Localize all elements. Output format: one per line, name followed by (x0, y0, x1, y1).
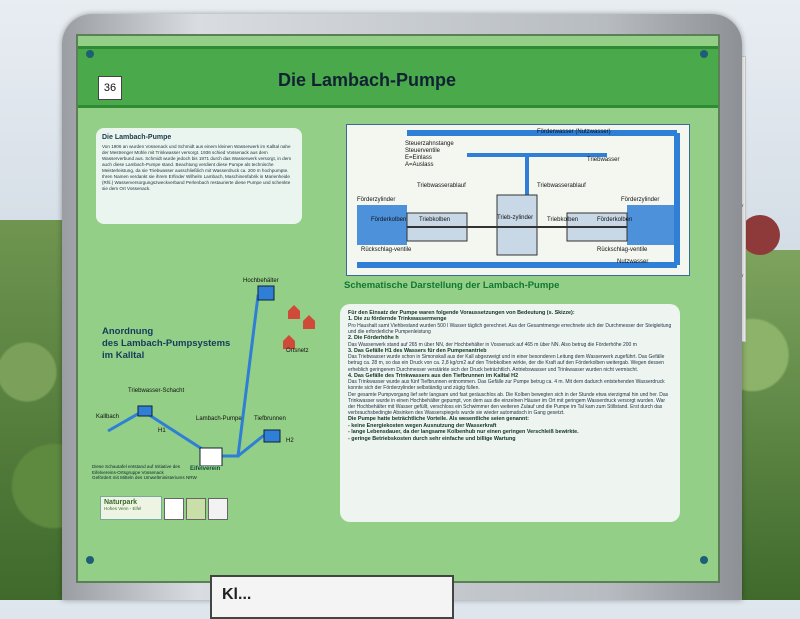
info-advantages-title: Die Pumpe hatte beträchtliche Vorteile. … (348, 416, 529, 423)
label-ortsnetz: Ortsnetz (286, 348, 309, 354)
pump-schematic: Förderwasser (Nutzwasser) Steuerzahnstan… (346, 124, 690, 276)
naturpark-logo-subtext: Hohes Venn - Eifel (104, 506, 142, 511)
bottom-sign-text: Kl... (222, 586, 252, 603)
board-number: 36 (98, 76, 122, 100)
label-nutzwasser: Nutzwasser (617, 259, 649, 265)
rivet (700, 556, 708, 564)
info-point-text: Das Trinkwasser wurde aus fünf Tiefbrunn… (348, 379, 665, 392)
label-auslass: A=Auslass (405, 162, 434, 168)
label-foerderkolben-1: Förderkolben (371, 217, 407, 223)
label-foerderzylinder-right: Förderzylinder (621, 197, 660, 203)
info-advantage: - keine Energiekosten wegen Ausnutzung d… (348, 422, 497, 429)
label-h2: H2 (286, 438, 294, 444)
naturpark-logo-text: Naturpark (104, 499, 138, 506)
naturpark-logo: Naturpark Hohes Venn - Eifel (100, 496, 162, 520)
pump-system-diagram (107, 285, 315, 466)
label-foerderzylinder-left: Förderzylinder (357, 197, 396, 203)
label-triebkolben-1: Triebkolben (419, 217, 451, 223)
label-triebzylinder: Trieb-zylinder (497, 215, 534, 221)
label-triebwasser: Triebwasser (587, 157, 620, 163)
label-kallbach: Kallbach (96, 414, 120, 420)
credit-text: Diese Schautafel entstand auf Initiative… (92, 464, 202, 481)
eifelverein-logo: Eifelverein (190, 466, 221, 472)
schematic-caption: Schematische Darstellung der Lambach-Pum… (344, 280, 560, 291)
label-hochbehaelter: Hochbehälter (243, 278, 279, 284)
info-point-title: 4. Das Gefälle des Trinkwassers aus den … (348, 372, 519, 379)
info-point-text: Das Wasserwerk stand auf 265 m über NN, … (348, 341, 637, 348)
info-point-title: 3. Das Gefälle H1 des Wassers für den Pu… (348, 347, 487, 354)
label-h1: H1 (158, 428, 166, 434)
info-point-text: Der gesamte Pumpvorgang lief sehr langsa… (348, 391, 669, 417)
nrw-badge-icon (164, 498, 184, 520)
info-board: 36 Die Lambach-Pumpe Die Lambach-Pumpe V… (76, 34, 720, 583)
label-foerderkolben-2: Förderkolben (597, 217, 633, 223)
label-tiefbrunnen: Tiefbrunnen (254, 416, 286, 422)
info-point-title: 1. Die zu fördernde Trinkwassermenge (348, 316, 447, 323)
label-steuerventile: Steuerventile (405, 148, 441, 154)
pump-system-title-line: im Kalltal (102, 350, 145, 361)
credit-line: Diese Schautafel entstand auf Initiative… (92, 464, 181, 475)
coat-of-arms-icon (186, 498, 206, 520)
rivet (700, 50, 708, 58)
label-rueckschlag-left: Rückschlag-ventile (361, 247, 412, 253)
label-rueckschlag-right: Rückschlag-ventile (597, 247, 648, 253)
info-advantage: - geringe Betriebskosten durch sehr einf… (348, 435, 516, 442)
red-tree (740, 215, 780, 255)
label-lambach-pumpe: Lambach-Pumpe (196, 416, 242, 422)
rivet (86, 556, 94, 564)
info-point-text: Pro Haushalt samt Viehbestand wurden 500… (348, 322, 672, 336)
pump-system-title: Anordnung des Lambach-Pumpsystems im Kal… (102, 326, 230, 362)
label-triebwasserschacht: Triebwasser-Schacht (128, 388, 185, 394)
label-triebwasserablauf-left: Triebwasserablauf (417, 183, 466, 189)
intro-box: Die Lambach-Pumpe Von 1906 an wurden Vos… (96, 128, 302, 224)
ministry-logo-icon (208, 498, 228, 520)
label-einlass: E=Einlass (405, 155, 432, 161)
info-point-text: Das Triebwasser wurde schon in Simonskal… (348, 354, 665, 373)
rivet (86, 50, 94, 58)
label-triebkolben-2: Triebkolben (547, 217, 579, 223)
info-text-box: Für den Einsatz der Pumpe waren folgende… (340, 304, 680, 522)
info-point-title: 2. Die Förderhöhe h (348, 335, 399, 342)
pump-system-title-line: des Lambach-Pumpsystems (102, 338, 231, 349)
label-triebwasserablauf-right: Triebwasserablauf (537, 183, 586, 189)
info-heading: Für den Einsatz der Pumpe waren folgende… (348, 310, 575, 316)
label-steuerzahnstange: Steuerzahnstange (405, 141, 454, 147)
schematic-drawing (347, 125, 689, 275)
pump-system-title-line: Anordnung (102, 326, 154, 337)
page-title: Die Lambach-Pumpe (278, 70, 457, 90)
label-foerderwasser: Förderwasser (Nutzwasser) (537, 129, 611, 135)
header-bar (78, 46, 718, 108)
intro-heading: Die Lambach-Pumpe (102, 134, 172, 141)
info-advantage: - lange Lebensdauer, da der langsame Kol… (348, 429, 579, 436)
intro-text: Von 1906 an wurden Vossenack und Schmidt… (102, 144, 292, 191)
credit-line: Gefördert mit Mitteln des Umweltminister… (92, 475, 197, 481)
